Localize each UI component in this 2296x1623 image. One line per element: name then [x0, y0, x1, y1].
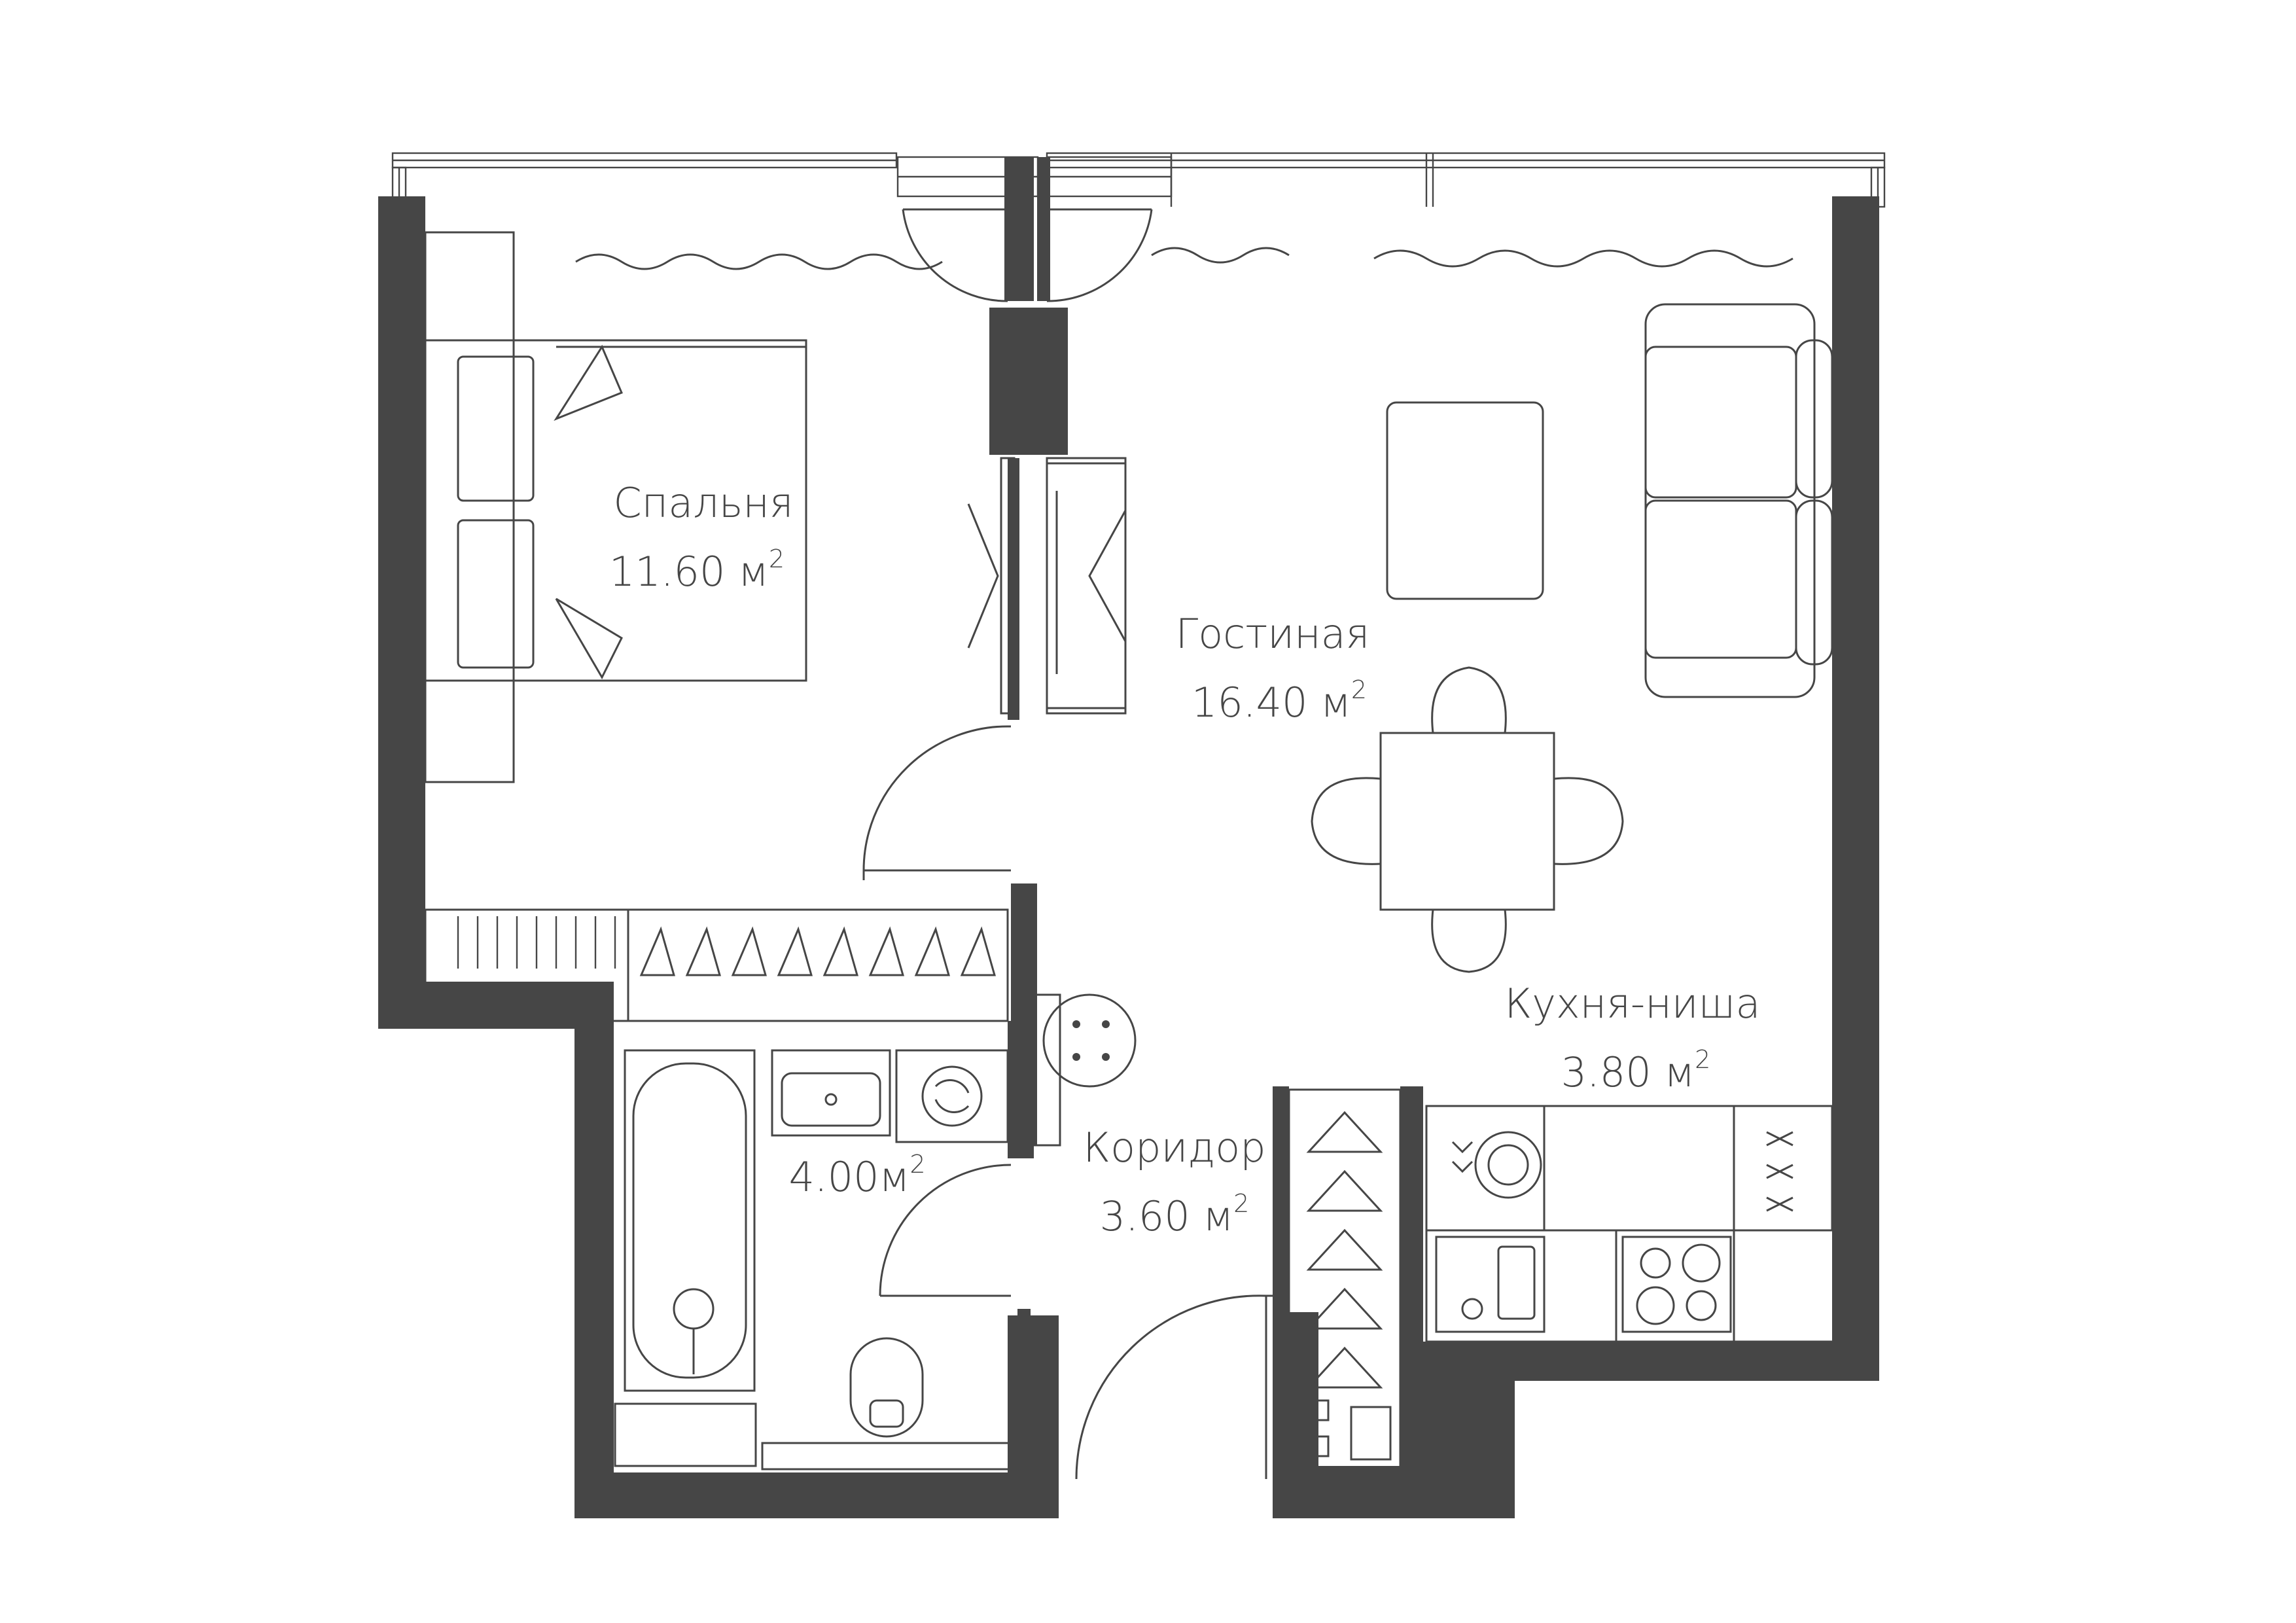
- stool-icon: [1033, 993, 1137, 1147]
- room-name-corridor: Коридор: [1083, 1124, 1265, 1171]
- room-area-kitchen: 3.80 м2: [1561, 1045, 1711, 1096]
- kitchen-sink-icon: [1435, 1236, 1545, 1333]
- door-swing-icon: [902, 208, 1153, 302]
- oven-icon: [1733, 1105, 1833, 1232]
- cabinet-icon: [614, 1402, 757, 1467]
- bed-icon: [424, 231, 807, 783]
- door-swing-icon: [879, 1164, 1012, 1297]
- room-name-living: Гостиная: [1176, 610, 1370, 658]
- wardrobe-icon: [967, 457, 1127, 715]
- curtain-icon: [575, 247, 1793, 270]
- room-area-bathroom: 4.00м2: [788, 1150, 925, 1201]
- door-swing-icon: [862, 725, 1012, 880]
- door-swing-icon: [1075, 1294, 1273, 1480]
- room-name-bedroom: Спальня: [613, 479, 793, 527]
- dining-table-icon: [1311, 666, 1624, 973]
- dishwasher-icon: [1451, 1131, 1542, 1199]
- walls: [378, 157, 1879, 1518]
- sofa-icon: [1644, 303, 1833, 698]
- wardrobe-icon: [1288, 1088, 1402, 1471]
- room-area-living: 16.40 м2: [1192, 675, 1367, 726]
- bathtub-icon: [624, 1049, 756, 1392]
- window-icon: [391, 152, 1886, 208]
- coffee-table-icon: [1386, 401, 1544, 600]
- shelf-icon: [761, 1442, 1012, 1471]
- room-area-corridor: 3.60 м2: [1100, 1189, 1250, 1240]
- room-area-bedroom: 11.60 м2: [609, 544, 785, 596]
- room-name-kitchen: Кухня-ниша: [1505, 980, 1761, 1027]
- kitchen-cabinets: [1425, 1105, 1869, 1343]
- washing-machine-icon: [895, 1049, 1009, 1143]
- wardrobe-icon: [424, 908, 1009, 1022]
- toilet-icon: [849, 1337, 924, 1438]
- sink-icon: [771, 1049, 891, 1137]
- stove-icon: [1621, 1236, 1732, 1333]
